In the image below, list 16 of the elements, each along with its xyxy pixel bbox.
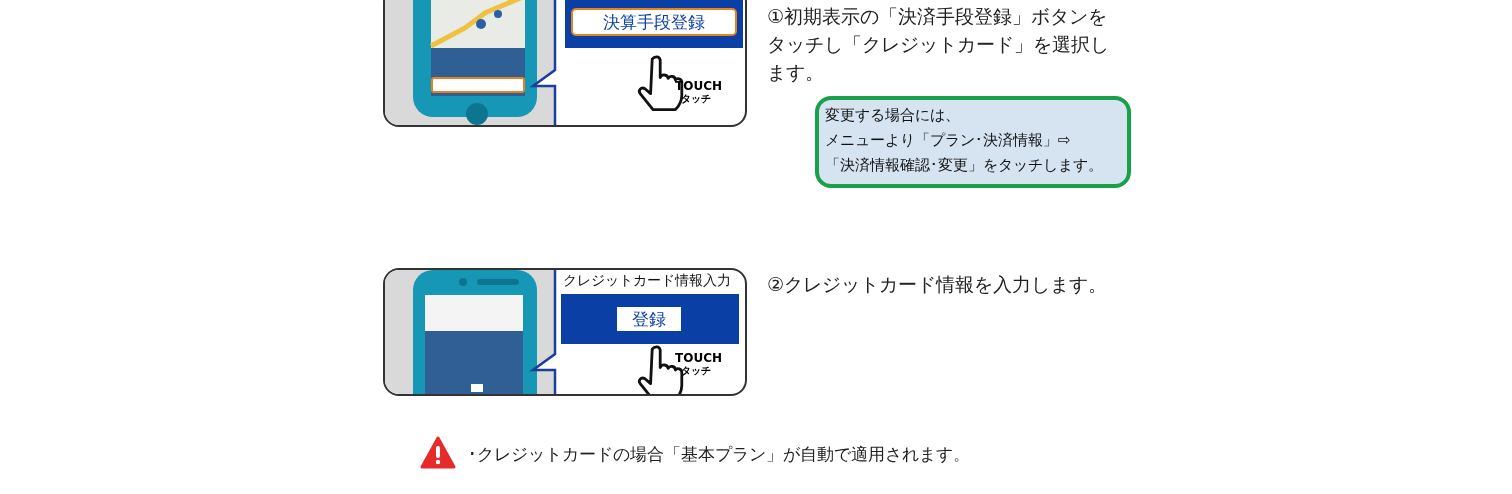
instruction-text: ②クレジットカード情報を入力します。: [767, 272, 1109, 297]
touch-target-button: 決算手段登録: [571, 8, 737, 36]
note-text: 変更する場合には、: [825, 105, 960, 126]
banner: [561, 294, 739, 344]
illustration-panel: [383, 268, 747, 396]
note-text: メニューより「プラン･決済情報」⇨: [825, 130, 1071, 151]
warning-text: ･クレジットカードの場合「基本プラン」が自動で適用されます。: [468, 443, 970, 466]
note-text: 「決済情報確認･変更」をタッチします。: [825, 155, 1103, 176]
banner: [565, 0, 743, 48]
note-box: [815, 96, 1131, 188]
panel-heading: クレジットカード情報入力: [563, 272, 731, 290]
illustration-panel: [383, 0, 747, 127]
touch-target-button: 登録: [617, 307, 681, 331]
touch-label: タッチ: [681, 366, 711, 376]
instruction-text: ①初期表示の「決済手段登録」ボタンをタッチし「クレジットカード」を選択します。: [767, 4, 1110, 85]
touch-label: タッチ: [681, 94, 711, 104]
